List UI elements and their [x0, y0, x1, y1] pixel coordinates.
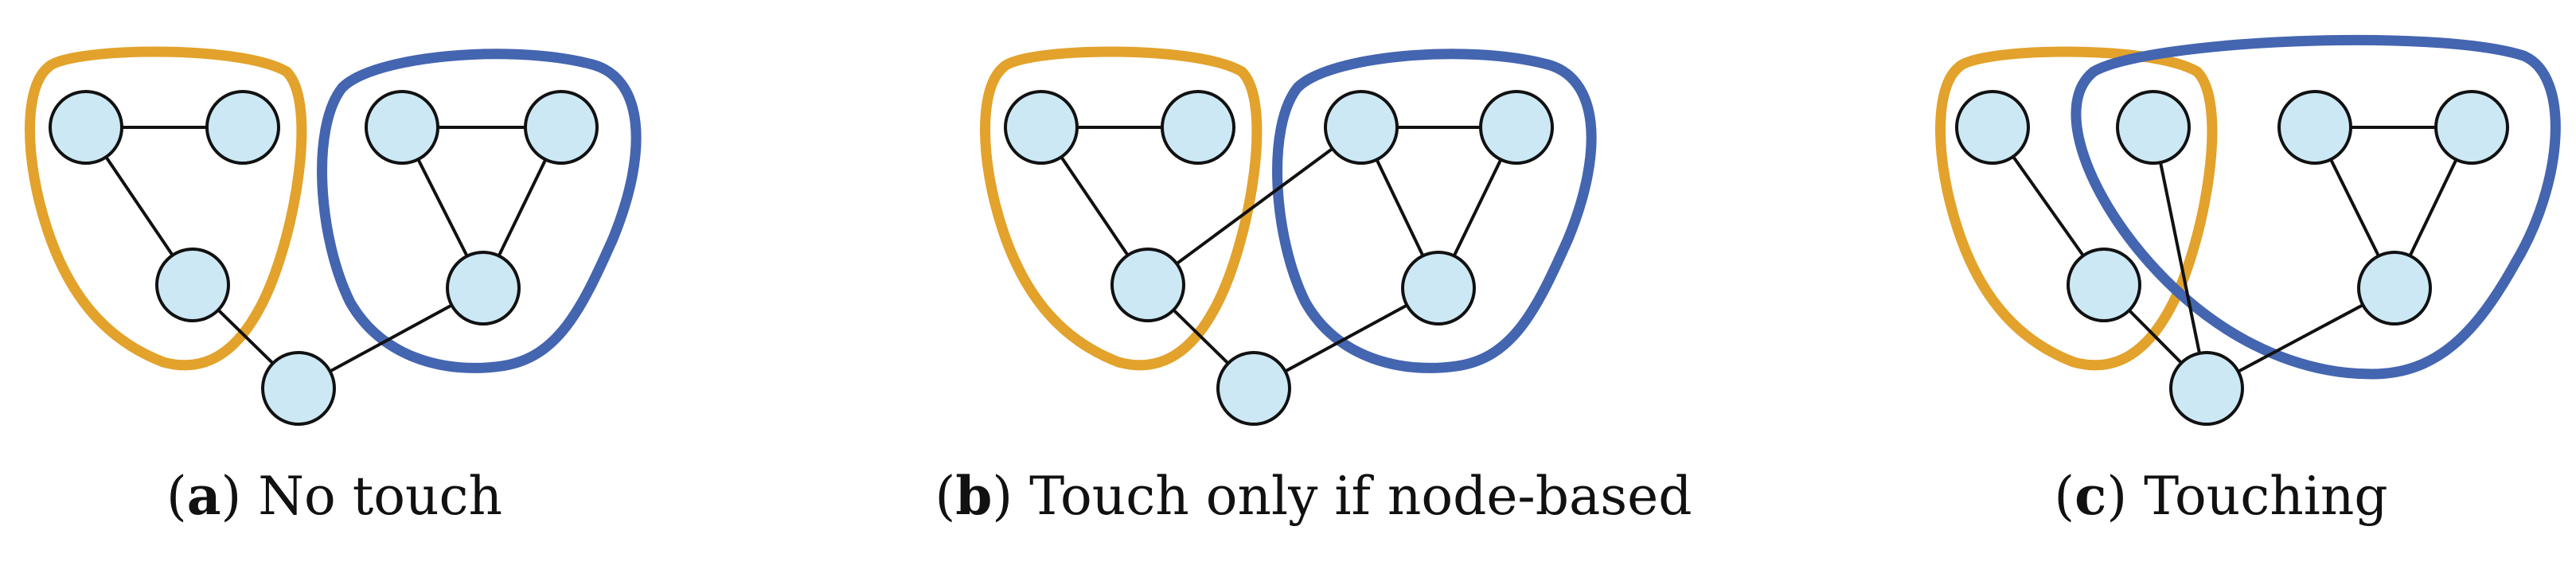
caption-letter: c — [2074, 465, 2107, 527]
graph-node — [1955, 90, 2030, 165]
graph-node — [1161, 90, 1235, 165]
blue-group-outline — [2071, 34, 2561, 380]
graph-node — [2116, 90, 2191, 165]
graph-node — [2067, 248, 2141, 322]
graph-node — [1004, 90, 1079, 165]
caption-b: (b) Touch only if node-based — [935, 465, 1692, 527]
edge — [1146, 126, 1363, 287]
graph-node — [2277, 90, 2352, 165]
caption-title: Touching — [2144, 466, 2388, 527]
panel-c: (c) Touching — [1719, 0, 2576, 577]
graph-node — [1216, 351, 1291, 426]
caption-letter: b — [955, 465, 993, 527]
edge — [2152, 127, 2208, 389]
panel-a: (a) No touch — [0, 0, 860, 577]
panel-b: (b) Touch only if node-based — [860, 0, 1719, 577]
caption-a: (a) No touch — [166, 465, 502, 527]
caption-letter: a — [186, 465, 221, 527]
orange-group-outline — [980, 46, 1263, 371]
diagram-c — [1935, 34, 2561, 426]
caption-title: Touch only if node-based — [1029, 466, 1692, 527]
blue-group-outline — [317, 49, 642, 373]
graph-node — [1479, 90, 1554, 165]
diagram-b — [980, 46, 1597, 426]
blue-group-outline — [1272, 49, 1597, 373]
graph-node — [205, 90, 280, 165]
graph-node — [261, 351, 336, 426]
graph-node — [49, 90, 123, 165]
orange-group-outline — [25, 46, 307, 371]
graph-node — [365, 90, 439, 165]
graph-node — [1401, 251, 1476, 326]
graph-node — [2169, 351, 2244, 426]
diagram-a — [25, 46, 642, 426]
graph-node — [155, 248, 230, 322]
graph-node — [524, 90, 599, 165]
graph-node — [1110, 248, 1185, 322]
graph-node — [2357, 251, 2432, 326]
caption-title: No touch — [258, 466, 502, 527]
graph-node — [1324, 90, 1399, 165]
graph-node — [446, 251, 521, 326]
graph-node — [2434, 90, 2509, 165]
caption-c: (c) Touching — [2054, 465, 2388, 527]
